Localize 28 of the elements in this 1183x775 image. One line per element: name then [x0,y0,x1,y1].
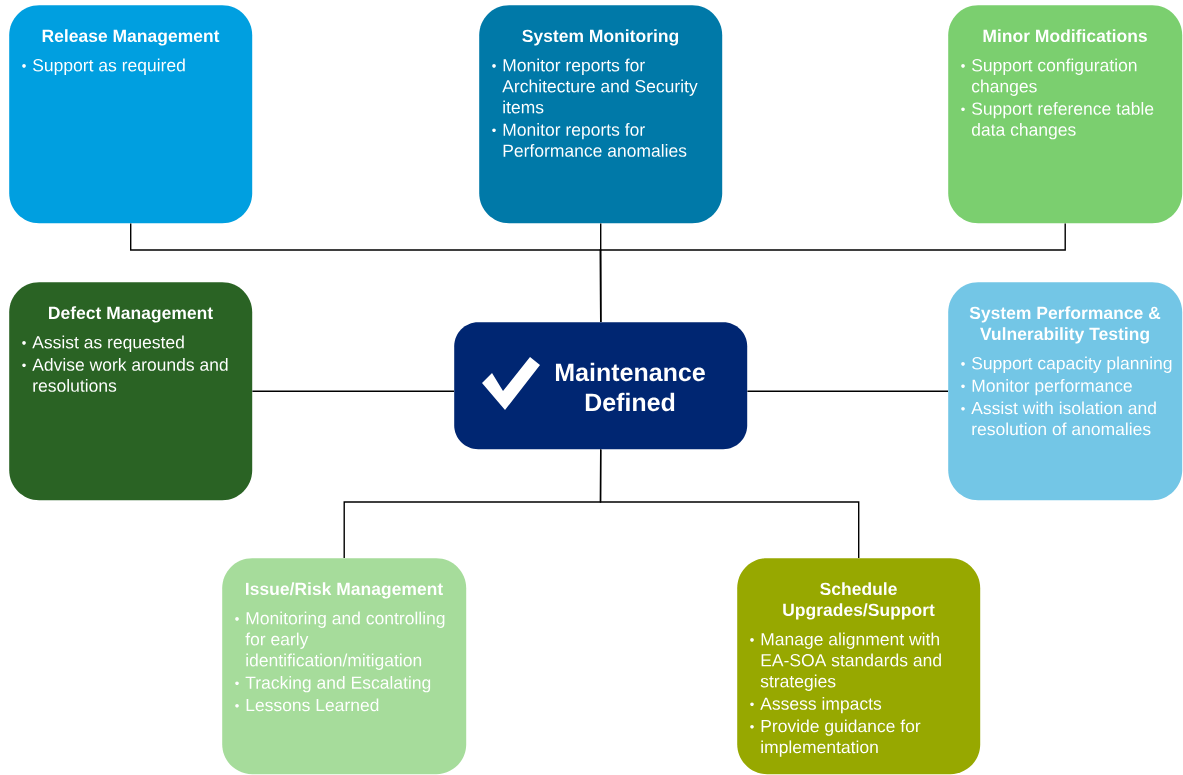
card-heading: Issue/Risk Management [246,582,443,599]
connector-line [746,390,949,392]
bullet-item: Assess impacts [750,697,882,714]
bullet-item: Monitoring and controlling for early identification/mitigation [235,611,445,670]
bullet-item: Monitor reports for Performance anomalies [492,123,687,157]
bullet-item: Provide guidance for implementation [750,719,921,757]
hub-title: Maintenance Defined [555,362,705,412]
bullet-item: Tracking and Escalating [235,676,431,693]
bullet-item: Advise work arounds and resolutions [22,358,228,392]
bullet-item: Manage alignment with EA-SOA standards and strategies [750,632,941,691]
card-heading: Defect Management [49,306,213,323]
bullet-item: Lessons Learned [235,698,379,712]
connector-line [251,390,455,392]
connector-line [599,222,1066,323]
bullet-item: Support reference table data changes [961,102,1154,140]
bullet-item: Support configuration changes [961,58,1137,96]
card-heading: Release Management [42,29,220,46]
bullet-item: Monitor reports for Architecture and Security items [492,58,698,114]
card-heading: Schedule Upgrades/Support [783,582,935,620]
bullet-item: Assist with isolation and resolution of anomalies [961,401,1156,436]
bullet-item: Support capacity planning [961,356,1172,373]
bullet-item: Support as required [22,58,185,75]
card-heading: Minor Modifications [983,29,1147,43]
card-heading: System Performance & Vulnerability Testing [969,306,1161,344]
bullet-item: Assist as requested [22,335,184,352]
bullet-item: Monitor performance [961,379,1132,396]
connector-line [599,448,860,559]
card-heading: System Monitoring [522,29,679,46]
